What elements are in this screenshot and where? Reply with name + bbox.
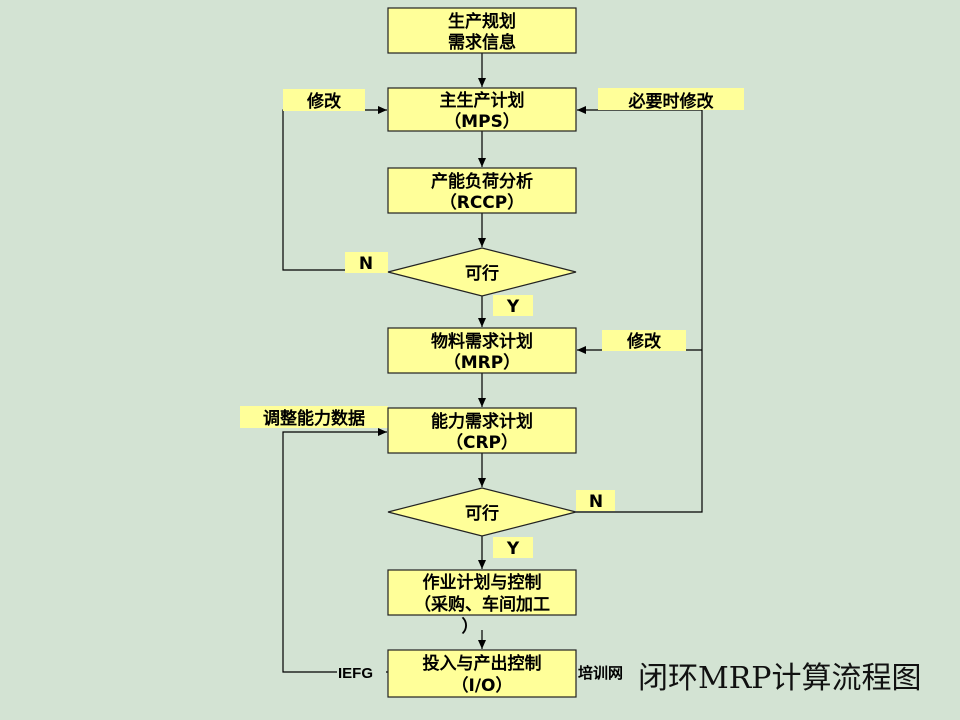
box-mps: 主生产计划 （MPS） [387, 87, 577, 132]
svg-text:（I/O）: （I/O） [452, 675, 513, 696]
svg-text:）: ） [462, 616, 479, 637]
svg-text:（RCCP）: （RCCP） [440, 192, 525, 213]
label-modify-left: 修改 [306, 91, 342, 112]
box-crp: 能力需求计划 （CRP） [387, 407, 577, 454]
svg-text:可行: 可行 [465, 263, 499, 284]
svg-text:生产规划: 生产规划 [448, 11, 516, 32]
svg-text:投入与产出控制: 投入与产出控制 [423, 653, 542, 674]
decision-feasible-2: 可行 [387, 487, 577, 537]
box-rccp: 产能负荷分析 （RCCP） [387, 167, 577, 214]
svg-text:（MRP）: （MRP） [444, 352, 520, 373]
label-modify-if-needed: 必要时修改 [628, 91, 715, 112]
label-n2: N [589, 492, 603, 512]
box-execution-control: 作业计划与控制 （采购、车间加工 ） [387, 569, 577, 637]
svg-text:（MPS）: （MPS） [444, 111, 520, 132]
svg-text:主生产计划: 主生产计划 [440, 90, 525, 111]
svg-text:（CRP）: （CRP） [446, 432, 518, 453]
label-y1: Y [506, 297, 520, 317]
svg-text:可行: 可行 [465, 503, 499, 524]
label-n1: N [359, 254, 373, 274]
svg-text:作业计划与控制: 作业计划与控制 [423, 572, 542, 593]
label-modify-mrp: 修改 [626, 331, 662, 352]
decision-feasible-1: 可行 [387, 247, 577, 297]
label-y2: Y [506, 539, 520, 559]
box-input-output-control: 投入与产出控制 （I/O） [387, 649, 577, 698]
diagram-title: 闭环MRP计算流程图 [638, 661, 922, 696]
svg-text:能力需求计划: 能力需求计划 [431, 411, 533, 432]
label-adjust-capacity: 调整能力数据 [263, 408, 365, 429]
box-production-plan: 生产规划 需求信息 [387, 7, 577, 54]
svg-text:物料需求计划: 物料需求计划 [431, 331, 533, 352]
svg-text:需求信息: 需求信息 [448, 32, 516, 53]
svg-text:（采购、车间加工: （采购、车间加工 [414, 594, 550, 615]
footer-right-mark: 培训网 [578, 664, 623, 682]
box-mrp: 物料需求计划 （MRP） [387, 327, 577, 374]
footer-left-mark: IEFG [338, 665, 373, 682]
svg-text:产能负荷分析: 产能负荷分析 [431, 171, 533, 192]
